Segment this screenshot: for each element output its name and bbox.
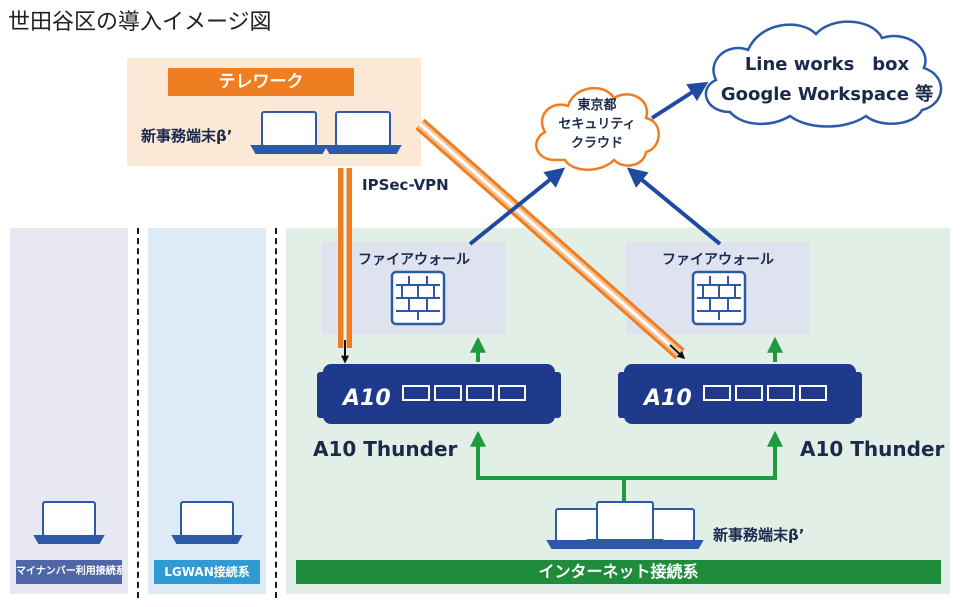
cloud-line: クラウド [570, 136, 623, 151]
vpn-tunnel-right [415, 118, 686, 360]
a10-thunder-label: A10 Thunder [313, 437, 458, 461]
firewall-label: ファイアウォール [662, 252, 774, 268]
a10-logo: A10 [642, 386, 692, 411]
route-arrow [468, 167, 566, 246]
cloud-line: Google Workspace 等 [720, 84, 934, 105]
telework-terminal-label: 新事務端末β’ [141, 127, 233, 145]
laptop-icon [171, 501, 243, 544]
vpn-label: IPSec-VPN [362, 176, 449, 194]
laptop-icon [250, 111, 328, 154]
firewall-label: ファイアウォール [358, 252, 470, 268]
firewall-icon [390, 270, 446, 326]
zone-divider [137, 228, 139, 598]
laptop-icon [586, 501, 664, 549]
route-arrow-green [470, 336, 783, 505]
cloud-line: Line works box [744, 54, 910, 75]
a10-appliance-icon: A10 [317, 364, 561, 424]
telework-label: テレワーク [168, 68, 354, 96]
laptop-icon [33, 501, 105, 544]
tokyo-security-cloud-label: 東京都 セキュリティ クラウド [542, 96, 652, 153]
a10-logo: A10 [341, 386, 391, 411]
laptop-icon [324, 111, 402, 154]
route-arrow [650, 81, 709, 120]
a10-thunder-label: A10 Thunder [800, 437, 945, 461]
zone-label-mynumber: マイナンバー利用接続系 [16, 560, 122, 584]
zone-label-lgwan: LGWAN接続系 [154, 560, 260, 584]
page-title: 世田谷区の導入イメージ図 [8, 10, 272, 35]
a10-appliance-icon: A10 [618, 364, 862, 424]
cloud-icon [535, 86, 660, 171]
firewall-icon [691, 270, 747, 326]
zone-label-internet: インターネット接続系 [296, 560, 941, 584]
cloud-line: 東京都 [577, 98, 617, 113]
zone-divider [275, 228, 277, 598]
cloud-line: セキュリティ [558, 117, 636, 132]
route-arrow [626, 167, 722, 246]
internet-terminal-label: 新事務端末β’ [713, 526, 805, 544]
cloud-services-label: Line works box Google Workspace 等 [712, 50, 942, 110]
cloud-icon [704, 20, 943, 128]
